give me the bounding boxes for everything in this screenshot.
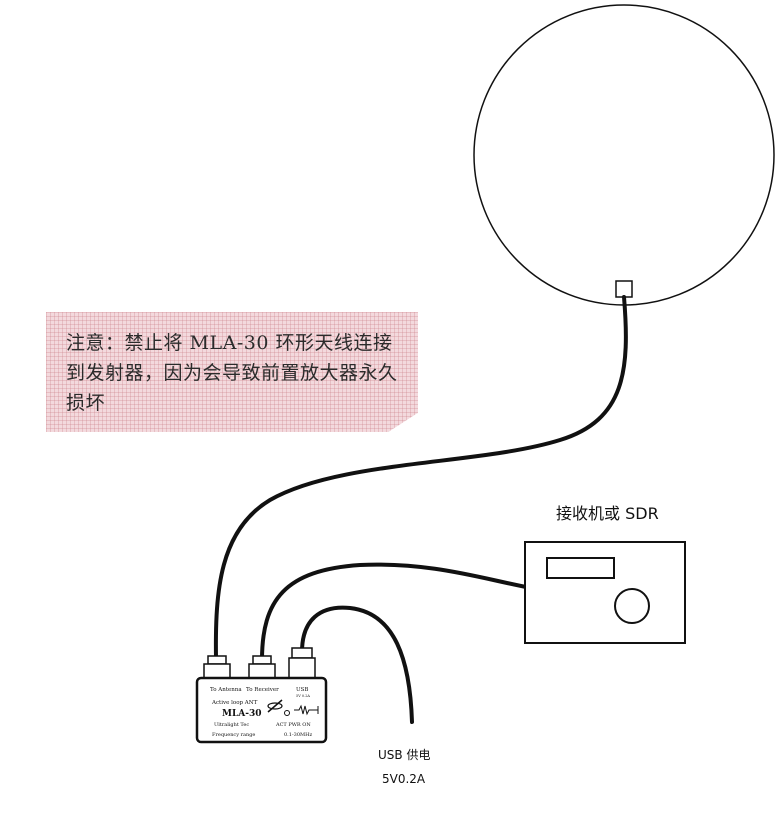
port-receiver-label: To Receiver: [246, 687, 279, 693]
antenna-port-connector: [203, 655, 231, 679]
mode-label: Active loop ANT: [211, 700, 258, 706]
receiver-label: 接收机或 SDR: [556, 504, 659, 523]
power-switch-icon: [267, 699, 283, 713]
warning-note-text: 注意：禁止将 MLA-30 环形天线连接到发射器，因为会导致前置放大器永久损坏: [66, 332, 398, 414]
usb-power-spec: 5V0.2A: [382, 772, 426, 786]
resistor-symbol-icon: [294, 704, 318, 716]
frequency-range-label: Frequency range: [212, 732, 255, 738]
loop-antenna: [473, 4, 775, 306]
port-antenna-label: To Antenna: [210, 687, 242, 693]
warning-note: 注意：禁止将 MLA-30 环形天线连接到发射器，因为会导致前置放大器永久损坏: [46, 312, 418, 432]
model-label: MLA-30: [222, 709, 262, 719]
receiver-display: [546, 557, 615, 579]
usb-power-cable: [300, 605, 414, 724]
status-label: ACT PWR ON: [275, 722, 311, 728]
receiver-box: [524, 541, 686, 644]
receiver-tuning-knob: [614, 588, 650, 624]
usb-power-label: USB 供电: [378, 748, 431, 762]
usb-port-connector: [288, 647, 316, 679]
port-usb-label: USB: [296, 687, 308, 693]
subtitle-label: Ultralight Tec: [214, 722, 249, 728]
usb-spec-label: 5V 0.2A: [296, 694, 310, 698]
frequency-value-label: 0.1-30MHz: [284, 732, 312, 738]
receiver-port-connector: [248, 655, 276, 679]
receiver-cable: [260, 562, 528, 662]
amplifier-box: To Antenna To Receiver USB 5V 0.2A Activ…: [195, 676, 328, 744]
status-led-icon: [284, 710, 290, 716]
antenna-cable: [213, 295, 628, 660]
antenna-feed-connector: [615, 280, 633, 298]
